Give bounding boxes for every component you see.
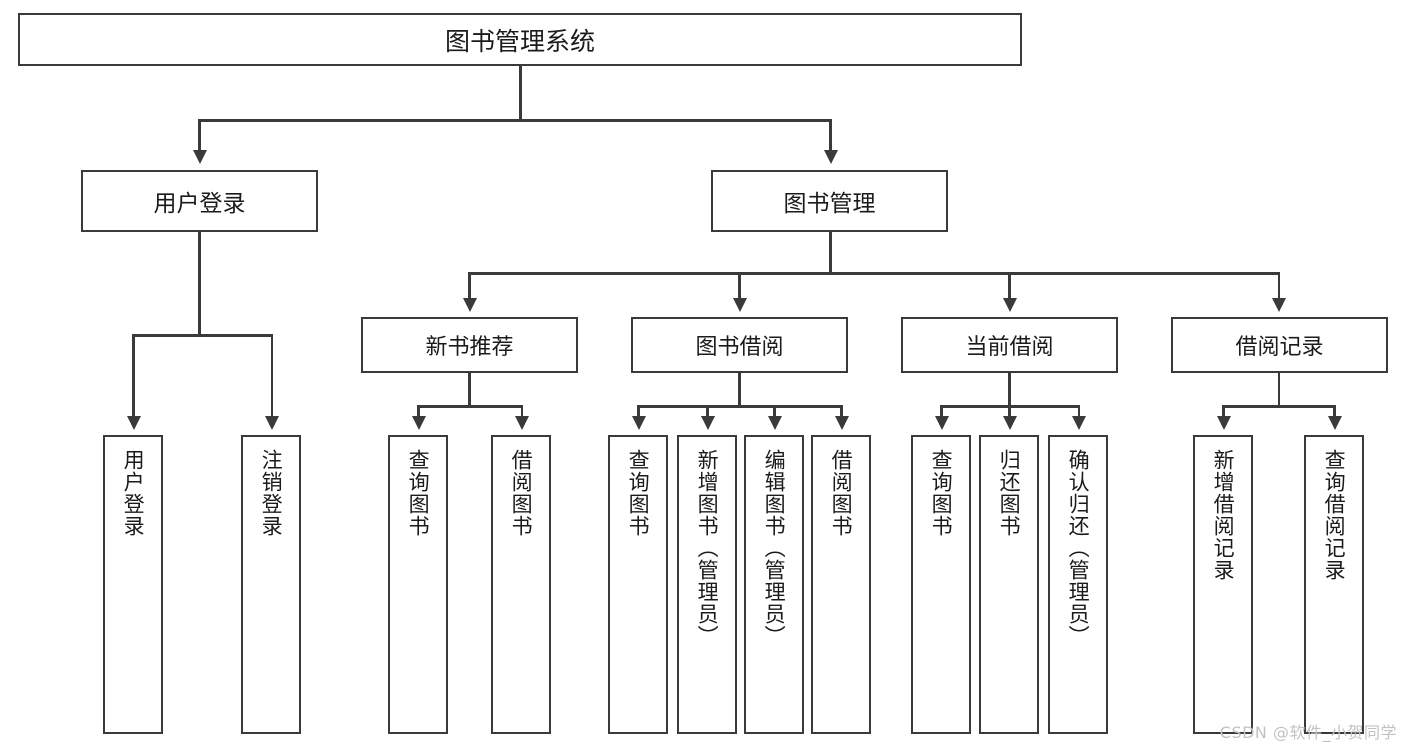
- node-label: 新增图书（管理员）: [695, 449, 720, 647]
- connector-root-stem: [519, 66, 522, 120]
- connector-current-borrow-leaf-1: [1008, 405, 1011, 418]
- connector-user-login-bar: [132, 334, 273, 337]
- arrow-down-icon: [732, 298, 747, 312]
- node-label: 当前借阅: [965, 335, 1054, 360]
- connector-current-borrow-leaf-0: [940, 405, 943, 418]
- connector-new-book-leaf-1: [520, 405, 523, 418]
- connector-book-manage-child-3: [1277, 272, 1280, 300]
- arrow-down-icon: [1216, 416, 1231, 430]
- connector-book-borrow-leaf-2: [773, 405, 776, 418]
- node-label: 借阅图书: [509, 449, 534, 537]
- arrow-down-icon: [1072, 416, 1086, 430]
- connector-borrow-record-stem: [1277, 373, 1280, 407]
- node-label: 新书推荐: [425, 335, 514, 360]
- leaf-query-book-borrow[interactable]: 查询图书: [608, 435, 668, 734]
- node-book-management[interactable]: 图书管理: [711, 170, 948, 232]
- node-label: 确认归还（管理员）: [1066, 449, 1091, 647]
- leaf-query-book-recommend[interactable]: 查询图书: [388, 435, 448, 734]
- arrow-down-icon: [700, 416, 715, 430]
- connector-new-book-stem: [468, 373, 471, 407]
- connector-book-manage-child-0: [468, 272, 471, 300]
- node-new-book-recommend[interactable]: 新书推荐: [361, 317, 578, 373]
- connector-current-borrow-leaf-2: [1077, 405, 1080, 418]
- node-label: 查询图书: [626, 449, 651, 537]
- node-current-borrow[interactable]: 当前借阅: [901, 317, 1118, 373]
- node-label: 编辑图书（管理员）: [762, 449, 787, 647]
- leaf-user-login[interactable]: 用户登录: [103, 435, 163, 734]
- node-label: 图书管理: [783, 191, 876, 217]
- node-borrow-record[interactable]: 借阅记录: [1171, 317, 1388, 373]
- arrow-down-icon: [1002, 298, 1017, 312]
- connector-borrow-record-bar: [1222, 405, 1335, 408]
- connector-book-borrow-leaf-0: [637, 405, 640, 418]
- node-label: 借阅图书: [829, 449, 854, 537]
- connector-root-bar: [198, 119, 832, 122]
- node-label: 新增借阅记录: [1211, 449, 1236, 581]
- leaf-confirm-return-admin[interactable]: 确认归还（管理员）: [1048, 435, 1108, 734]
- arrow-down-icon: [1272, 298, 1286, 312]
- leaf-query-borrow-record[interactable]: 查询借阅记录: [1304, 435, 1364, 734]
- arrow-down-icon: [834, 416, 849, 430]
- arrow-down-icon: [126, 416, 141, 430]
- connector-user-login-stem: [198, 232, 201, 335]
- arrow-down-icon: [462, 298, 477, 312]
- connector-book-manage-bar: [468, 272, 1280, 275]
- connector-book-manage-child-2: [1008, 272, 1011, 300]
- node-label: 查询图书: [406, 449, 431, 537]
- node-book-borrow[interactable]: 图书借阅: [631, 317, 848, 373]
- connector-book-borrow-leaf-3: [840, 405, 843, 418]
- connector-book-manage-stem: [829, 232, 832, 273]
- leaf-return-book[interactable]: 归还图书: [979, 435, 1039, 734]
- connector-book-borrow-leaf-1: [706, 405, 709, 418]
- arrow-down-icon: [411, 416, 426, 430]
- connector-book-manage-child-1: [738, 272, 741, 300]
- leaf-edit-book-admin[interactable]: 编辑图书（管理员）: [744, 435, 804, 734]
- leaf-query-book-current[interactable]: 查询图书: [911, 435, 971, 734]
- arrow-down-icon: [823, 150, 838, 164]
- leaf-add-book-admin[interactable]: 新增图书（管理员）: [677, 435, 737, 734]
- connector-book-borrow-bar: [637, 405, 842, 408]
- node-label: 图书管理系统: [444, 26, 595, 56]
- arrow-down-icon: [265, 416, 279, 430]
- node-root-system[interactable]: 图书管理系统: [18, 13, 1022, 66]
- leaf-borrow-book-recommend[interactable]: 借阅图书: [491, 435, 551, 734]
- connector-borrow-record-leaf-1: [1333, 405, 1336, 418]
- node-label: 注销登录: [259, 449, 284, 537]
- leaf-borrow-book[interactable]: 借阅图书: [811, 435, 871, 734]
- connector-borrow-record-leaf-0: [1222, 405, 1225, 418]
- connector-user-login-child-1: [270, 334, 273, 418]
- leaf-logout[interactable]: 注销登录: [241, 435, 301, 734]
- node-label: 查询借阅记录: [1322, 449, 1347, 581]
- arrow-down-icon: [1327, 416, 1342, 430]
- connector-book-borrow-stem: [738, 373, 741, 407]
- node-label: 图书借阅: [695, 335, 784, 360]
- connector-new-book-leaf-0: [417, 405, 420, 418]
- connector-root-to-user-login: [198, 119, 201, 152]
- arrow-down-icon: [515, 416, 529, 430]
- node-label: 用户登录: [121, 449, 146, 537]
- connector-root-to-book-manage: [829, 119, 832, 152]
- arrow-down-icon: [192, 150, 207, 164]
- connector-new-book-bar: [417, 405, 523, 408]
- watermark-text: CSDN @软件_小贺同学: [1219, 723, 1397, 742]
- node-label: 归还图书: [997, 449, 1022, 537]
- node-user-login[interactable]: 用户登录: [81, 170, 318, 232]
- leaf-add-borrow-record[interactable]: 新增借阅记录: [1193, 435, 1253, 734]
- arrow-down-icon: [1002, 416, 1017, 430]
- connector-current-borrow-stem: [1008, 373, 1011, 407]
- node-label: 查询图书: [929, 449, 954, 537]
- node-label: 借阅记录: [1235, 335, 1324, 360]
- arrow-down-icon: [631, 416, 646, 430]
- arrow-down-icon: [767, 416, 782, 430]
- node-label: 用户登录: [153, 191, 246, 217]
- connector-user-login-child-0: [132, 334, 135, 418]
- arrow-down-icon: [934, 416, 949, 430]
